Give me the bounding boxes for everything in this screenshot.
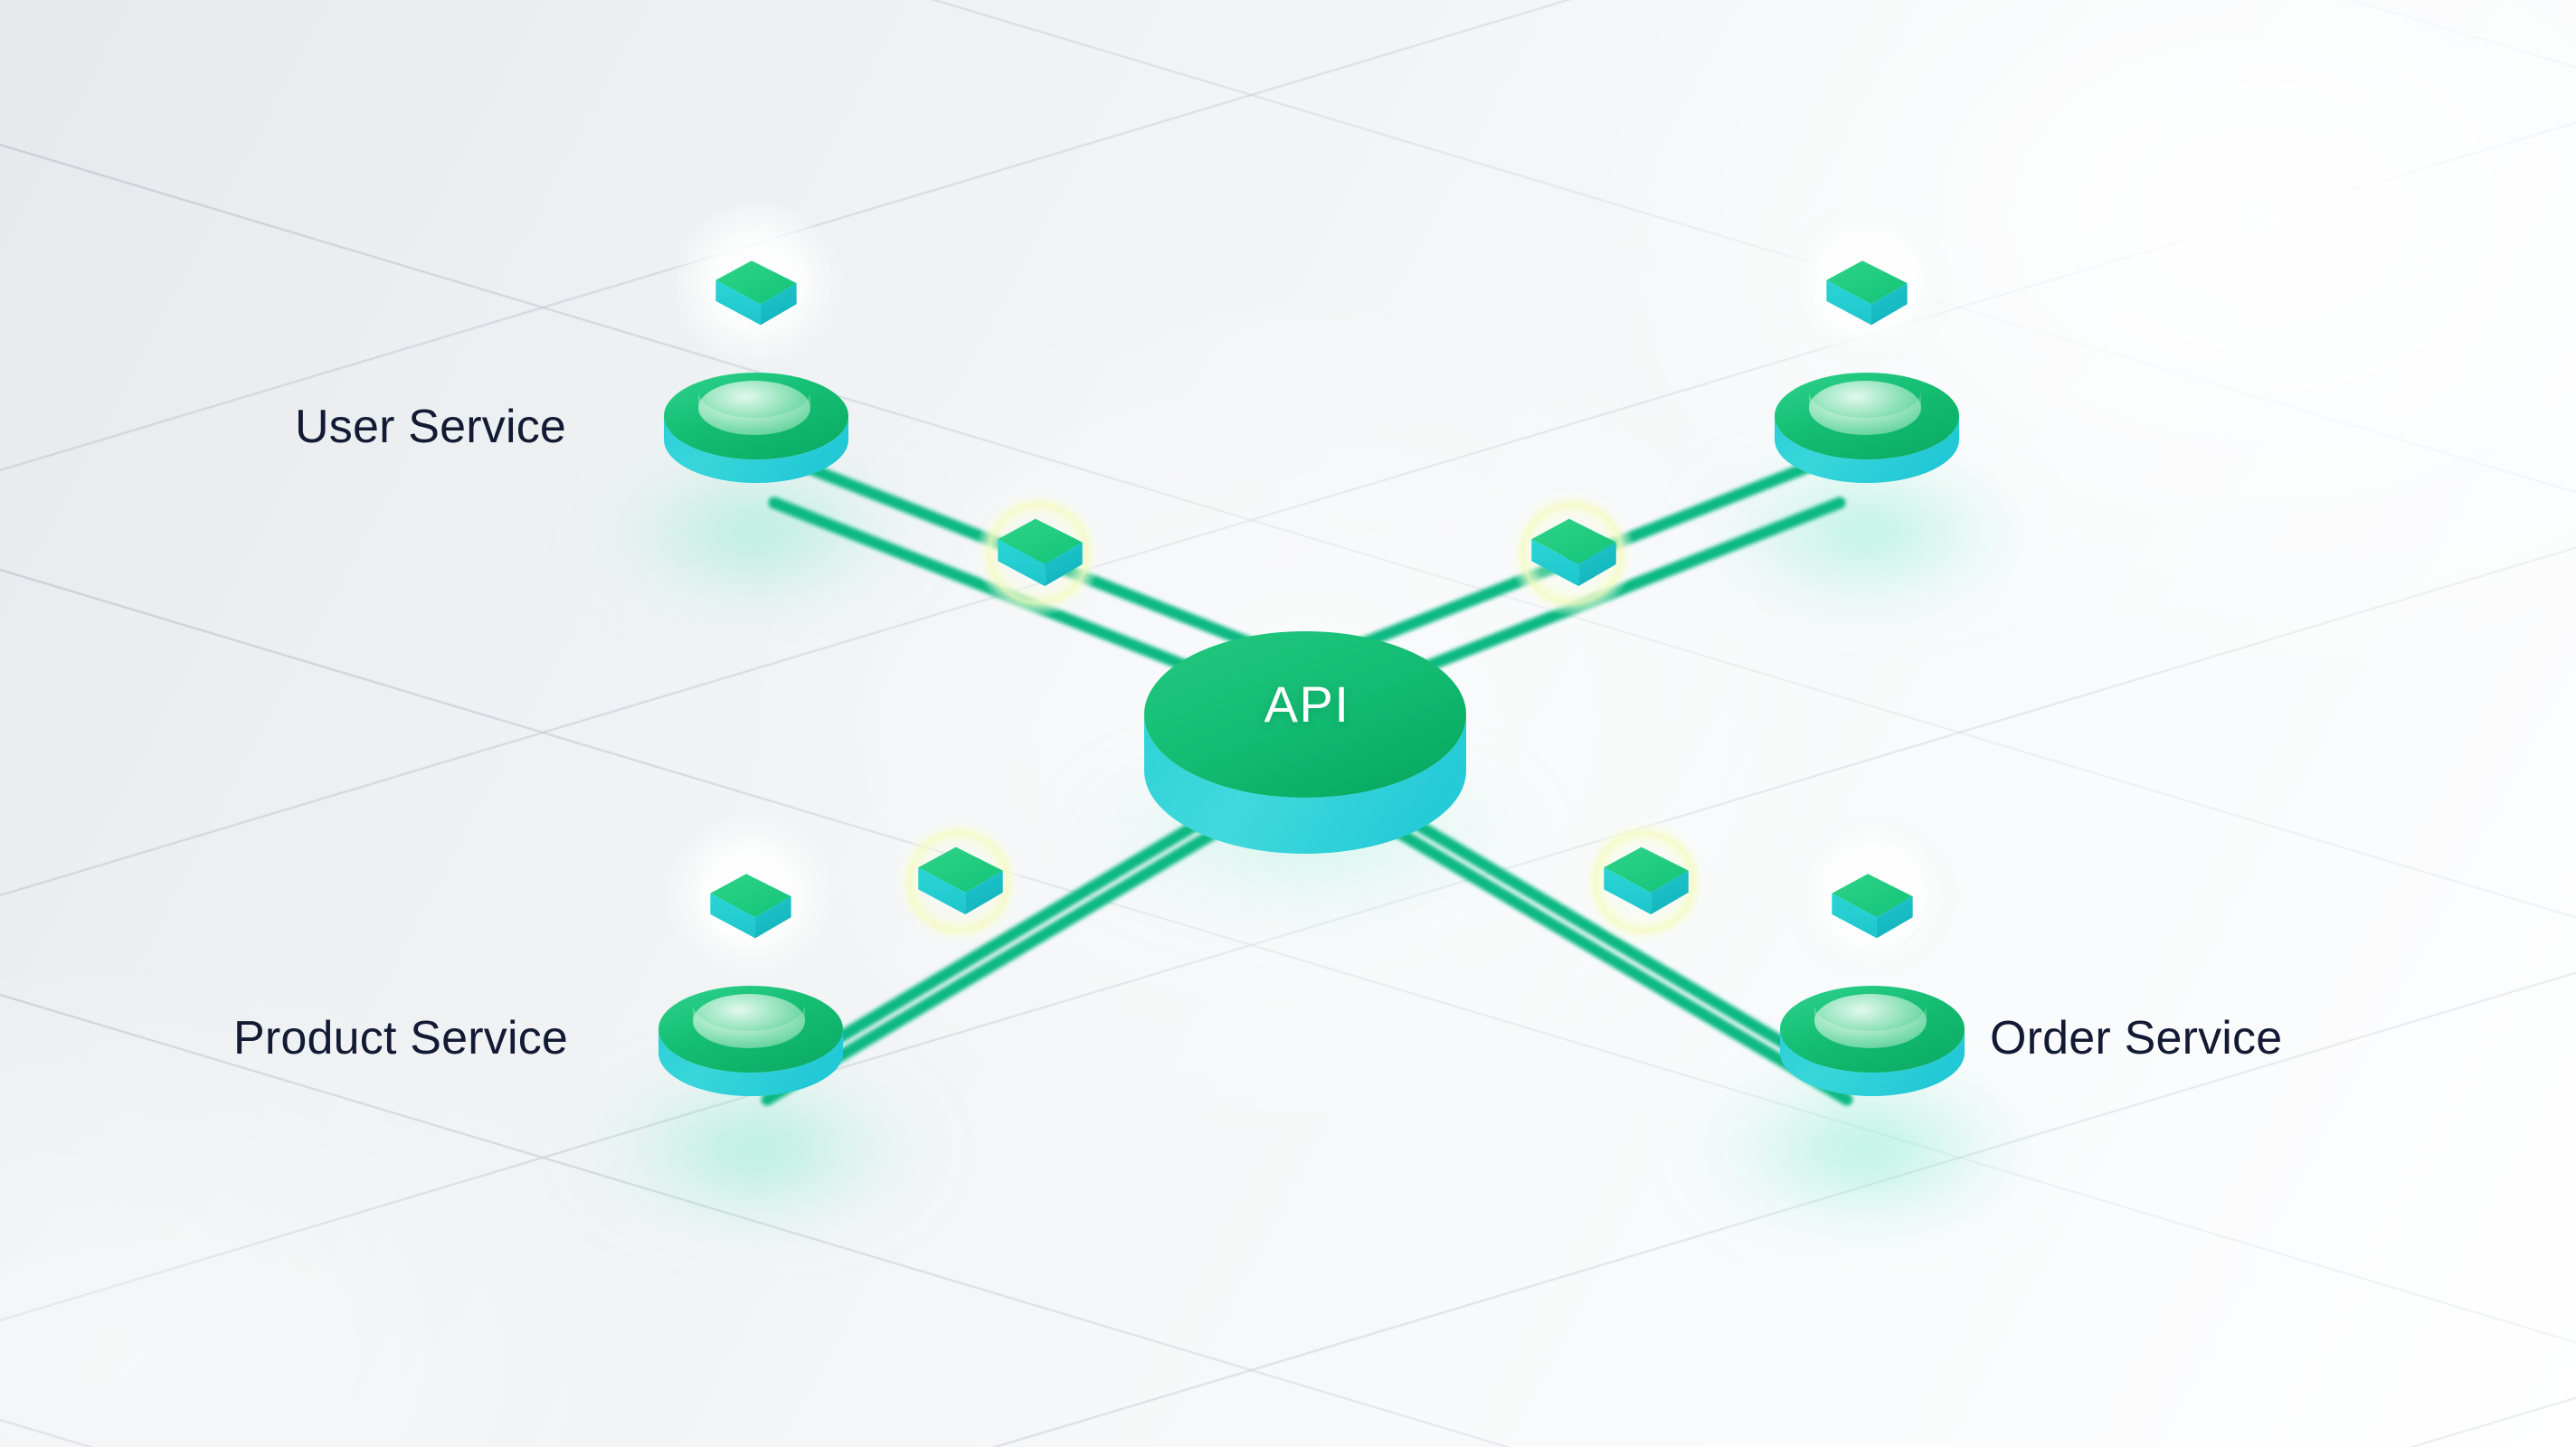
node-api-hub[interactable]	[1144, 631, 1466, 854]
node-service-top-right[interactable]	[1775, 203, 1959, 483]
data-packet-api-top-right	[1509, 490, 1635, 617]
data-packet-api-product	[895, 818, 1022, 945]
data-packet-api-user	[975, 490, 1102, 617]
order-service-cylinder	[1780, 986, 1965, 1096]
data-packets-layer	[895, 490, 1708, 945]
connection-api-product-service[interactable]	[761, 777, 1273, 1106]
node-order-service[interactable]	[1780, 816, 1965, 1096]
node-label-product-service: Product Service	[233, 1012, 569, 1064]
node-label-user-service: User Service	[295, 401, 567, 453]
node-label-order-service: Order Service	[1990, 1012, 2283, 1064]
product-service-cylinder	[658, 986, 843, 1096]
node-user-service[interactable]	[664, 203, 848, 483]
user-service-cylinder	[664, 373, 848, 483]
connection-api-order-service[interactable]	[1341, 777, 1853, 1106]
service-top-right-cylinder	[1775, 373, 1959, 483]
connections-layer	[761, 457, 1853, 1106]
node-product-service[interactable]	[658, 816, 843, 1096]
data-packet-api-order	[1581, 818, 1708, 945]
